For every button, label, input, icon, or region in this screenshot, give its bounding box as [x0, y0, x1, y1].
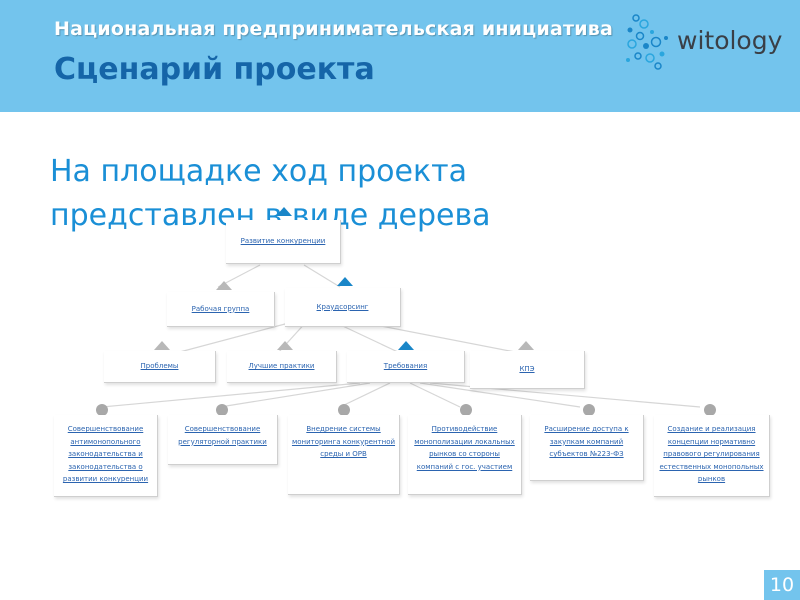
- tree-node-crowdsourcing[interactable]: Краудсорсинг: [285, 288, 401, 327]
- expand-marker-icon[interactable]: [154, 341, 170, 350]
- page-number: 10: [764, 570, 800, 600]
- tree-node-regulatory[interactable]: Совершенствование регуляторной практики: [168, 415, 278, 465]
- tree-node-label[interactable]: Противодействие монополизации локальных …: [414, 425, 515, 471]
- tree-node-label[interactable]: КПЭ: [519, 365, 535, 374]
- expand-marker-icon[interactable]: [518, 341, 534, 350]
- collapsed-marker-icon[interactable]: [704, 404, 716, 416]
- slide-header: Национальная предпринимательская инициат…: [0, 0, 800, 112]
- expand-marker-icon[interactable]: [277, 341, 293, 350]
- tree-node-label[interactable]: Создание и реализация концепции норматив…: [659, 425, 764, 483]
- project-tree: Развитие конкуренции Рабочая группа Крау…: [40, 207, 780, 515]
- lead-text: На площадке ход проекта представлен в ви…: [50, 150, 770, 238]
- dots-cluster-icon: [626, 14, 668, 70]
- tree-node-label[interactable]: Лучшие практики: [248, 362, 315, 371]
- slide-title: Сценарий проекта: [54, 52, 375, 87]
- tree-node-label[interactable]: Рабочая группа: [191, 304, 250, 313]
- organization-title: Национальная предпринимательская инициат…: [54, 18, 613, 40]
- logo-wordmark: witology: [677, 26, 783, 55]
- lead-line-1: На площадке ход проекта: [50, 154, 467, 189]
- tree-node-label[interactable]: Проблемы: [140, 362, 179, 371]
- expand-marker-icon[interactable]: [216, 281, 232, 290]
- tree-node-antimonopoly[interactable]: Совершенствование антимонопольного закон…: [54, 415, 158, 497]
- tree-node-problems[interactable]: Проблемы: [104, 351, 216, 383]
- tree-node-label[interactable]: Расширение доступа к закупкам компаний с…: [544, 425, 629, 458]
- expand-marker-icon[interactable]: [398, 341, 414, 350]
- collapsed-marker-icon[interactable]: [96, 404, 108, 416]
- tree-node-requirements[interactable]: Требования: [347, 351, 465, 383]
- tree-node-kpi[interactable]: КПЭ: [470, 351, 585, 389]
- tree-node-root[interactable]: Развитие конкуренции: [226, 220, 341, 264]
- tree-node-label[interactable]: Внедрение системы мониторинга конкурентн…: [291, 425, 396, 458]
- tree-node-label[interactable]: Развитие конкуренции: [240, 237, 326, 246]
- tree-node-natural-monopolies[interactable]: Создание и реализация концепции норматив…: [654, 415, 770, 497]
- expand-marker-icon[interactable]: [337, 277, 353, 286]
- tree-node-monitoring[interactable]: Внедрение системы мониторинга конкурентн…: [288, 415, 400, 495]
- tree-node-label[interactable]: Краудсорсинг: [316, 302, 369, 311]
- collapsed-marker-icon[interactable]: [338, 404, 350, 416]
- witology-logo: witology: [622, 8, 794, 74]
- tree-node-label[interactable]: Требования: [383, 362, 428, 371]
- tree-node-label[interactable]: Совершенствование антимонопольного закон…: [62, 425, 149, 483]
- tree-node-best-practices[interactable]: Лучшие практики: [227, 351, 337, 383]
- collapsed-marker-icon[interactable]: [216, 404, 228, 416]
- collapsed-marker-icon[interactable]: [460, 404, 472, 416]
- tree-node-working-group[interactable]: Рабочая группа: [167, 292, 275, 327]
- tree-node-local-markets[interactable]: Противодействие монополизации локальных …: [408, 415, 522, 495]
- collapsed-marker-icon[interactable]: [583, 404, 595, 416]
- tree-node-procurement[interactable]: Расширение доступа к закупкам компаний с…: [530, 415, 644, 481]
- expand-marker-icon[interactable]: [276, 207, 292, 216]
- tree-node-label[interactable]: Совершенствование регуляторной практики: [178, 425, 267, 446]
